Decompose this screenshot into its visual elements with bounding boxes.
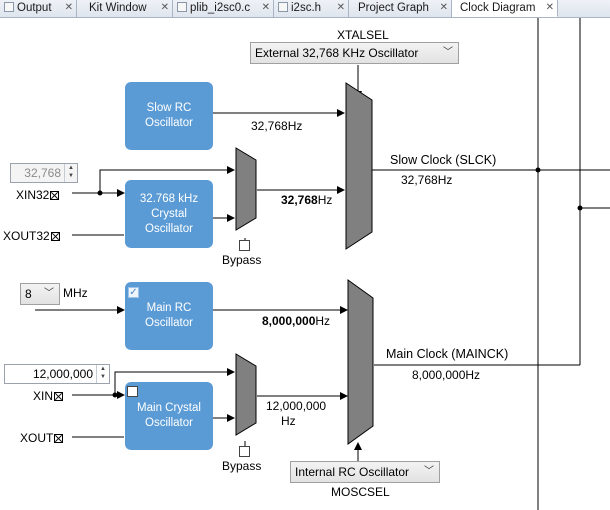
close-icon[interactable]: ✕ [336,2,345,13]
main-rc-frequency: 8,000,000Hz [262,314,331,328]
mhz-unit-label: MHz [63,286,88,300]
tab-i2sc-h[interactable]: i2sc.h✕ [274,0,349,17]
editor-tab-bar: Output✕ Kit Window✕ plib_i2sc0.c✕ i2sc.h… [0,0,610,18]
moscsel-mux [347,279,374,445]
main-crystal-bypass-mux [235,353,257,436]
close-icon[interactable]: ✕ [261,2,270,13]
moscsel-label: MOSCSEL [331,485,390,499]
slow-clock-label: Slow Clock (SLCK) [390,153,497,167]
main-rc-mhz-dropdown[interactable]: 8﹀ [20,283,60,305]
main-crystal-bypass-label: Bypass [222,459,262,473]
close-icon[interactable]: ✕ [545,2,554,13]
chevron-down-icon: ﹀ [44,288,54,299]
main-clock-label: Main Clock (MAINCK) [386,347,509,361]
slow-rc-oscillator[interactable]: Slow RC Oscillator [125,82,213,150]
main-rc-oscillator[interactable]: Main RC Oscillator [125,282,213,350]
crystal32-bypass-label: Bypass [222,253,262,267]
main-crystal-bypass-checkbox[interactable] [239,446,250,457]
wiring-layer [35,18,610,510]
slow-rc-frequency: 32,768Hz [251,119,303,133]
pin-x-icon [50,191,60,200]
crystal32-bypass-checkbox[interactable] [239,240,250,251]
slow-clock-frequency: 32,768Hz [401,173,453,187]
pin-x-icon [54,392,64,401]
crystal32-bypass-wire [99,166,235,193]
xtalsel-dropdown[interactable]: External 32,768 KHz Oscillator﹀ [250,42,459,64]
xin32-pin: XIN32 [16,188,60,202]
xout-pin: XOUT [20,431,64,445]
h-file-icon [278,2,288,12]
pin-x-icon [50,232,60,241]
tab-kit-window[interactable]: Kit Window✕ [77,0,173,17]
xtalsel-label: XTALSEL [337,28,389,42]
tab-plib-i2sc0-c[interactable]: plib_i2sc0.c✕ [173,0,274,17]
main-crystal-bypass-wire [114,368,235,393]
tab-project-graph[interactable]: Project Graph✕ [349,0,452,17]
tab-clock-diagram[interactable]: Clock Diagram✕ [452,0,558,17]
main-crystal-frequency-line1: 12,000,000 [266,399,327,413]
xtalsel-mux [345,82,373,250]
output-icon [4,2,14,12]
crystal32-frequency: 32,768Hz [281,193,333,207]
main-crystal-enable-checkbox[interactable] [127,386,138,397]
tab-output[interactable]: Output✕ [0,0,77,17]
pin-x-icon [54,434,64,443]
spinner-arrows-icon[interactable]: ▲▼ [96,365,109,383]
close-icon[interactable]: ✕ [64,2,73,13]
main-crystal-frequency-spinner[interactable]: 12,000,000 ▲▼ [4,364,110,384]
close-icon[interactable]: ✕ [160,2,169,13]
crystal32-oscillator[interactable]: 32.768 kHz Crystal Oscillator [125,180,213,248]
chevron-down-icon: ﹀ [424,466,434,477]
c-file-icon [177,2,187,12]
main-crystal-oscillator[interactable]: Main Crystal Oscillator [125,382,213,450]
crystal32-frequency-spinner[interactable]: 32,768 ▲▼ [10,163,78,183]
main-clock-frequency: 8,000,000Hz [412,368,481,382]
clock-diagram-canvas: XTALSEL External 32,768 KHz Oscillator﹀ … [0,18,610,510]
main-rc-enable-checkbox[interactable]: ✓ [128,287,139,298]
chevron-down-icon: ﹀ [443,47,453,58]
close-icon[interactable]: ✕ [439,2,448,13]
spinner-arrows-icon[interactable]: ▲▼ [64,164,77,182]
moscsel-dropdown[interactable]: Internal RC Oscillator﹀ [290,461,440,483]
xin-pin: XIN [33,389,64,403]
crystal32-bypass-mux [235,147,257,231]
xout32-pin: XOUT32 [3,229,60,243]
main-crystal-frequency-line2: Hz [281,414,296,428]
